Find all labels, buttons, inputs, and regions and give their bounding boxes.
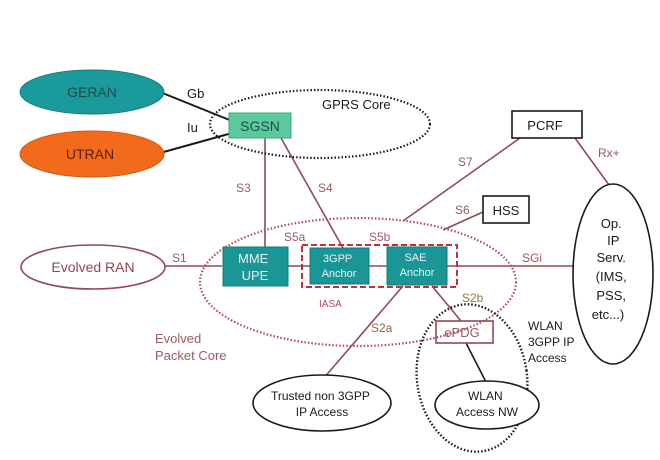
utran-label: UTRAN [66, 146, 114, 162]
geran-label: GERAN [67, 84, 117, 100]
utran-node[interactable]: UTRAN [19, 130, 165, 178]
evolved-packet-core-boundary [198, 216, 518, 348]
s2b-link [431, 285, 462, 322]
pcrf-label: PCRF [527, 118, 562, 133]
s4-link [280, 137, 344, 249]
epc-label-line-1: Evolved [155, 331, 201, 346]
gb-interface-label: Gb [187, 86, 204, 101]
s1-interface-label: S1 [172, 251, 187, 265]
wlan-access-nw-shape [434, 380, 540, 430]
hss-node[interactable]: HSS [482, 195, 530, 224]
iu-interface-label: Iu [187, 120, 198, 135]
trusted-non-3gpp-node[interactable]: Trusted non 3GPP IP Access [252, 374, 392, 432]
utran-shape [19, 130, 165, 178]
s7-link [402, 137, 521, 222]
wlan-access-line-1: WLAN [528, 319, 563, 333]
sgsn-box [228, 112, 292, 139]
evolved-ran-label: Evolved RAN [51, 259, 134, 275]
trusted-non-3gpp-shape [252, 374, 392, 432]
hss-label: HSS [493, 203, 520, 218]
gprs-core-boundary [208, 88, 432, 160]
wlan-3gpp-ip-access-boundary [415, 303, 529, 453]
iasa-boundary [301, 244, 458, 288]
mme-upe-node[interactable]: MME UPE [222, 246, 289, 287]
wlan-3gpp-ip-access-label: WLAN 3GPP IP Access [528, 319, 578, 365]
trusted-non-3gpp-label: Trusted non 3GPP IP Access [271, 389, 373, 419]
epc-label-line-2: Packet Core [155, 348, 227, 363]
s2b-interface-label: S2b [462, 291, 484, 305]
evolved-ran-shape [20, 244, 166, 290]
evolved-ran-node[interactable]: Evolved RAN [20, 244, 166, 290]
hss-box [482, 195, 530, 224]
s2a-link [322, 285, 404, 380]
3gpp-anchor-box [309, 247, 370, 285]
mme-label: MME [238, 251, 269, 266]
iasa-label: IASA [319, 299, 342, 310]
wlan-access-nw-label: WLAN Access NW [456, 389, 519, 419]
sae-anchor-label: SAE Anchor [400, 252, 435, 279]
op-ip-line-6: etc...) [592, 307, 625, 322]
pcrf-node[interactable]: PCRF [511, 110, 583, 139]
sae-anchor-line-2: Anchor [400, 267, 435, 279]
sae-anchor-box [386, 246, 448, 286]
op-ip-services-shape [572, 183, 654, 365]
gb-link [159, 91, 233, 122]
s6-interface-label: S6 [455, 203, 470, 217]
geran-shape [19, 69, 165, 115]
3gpp-anchor-line-2: Anchor [322, 268, 357, 280]
s7-interface-label: S7 [458, 155, 473, 169]
op-ip-services-label: Op. IP Serv. (IMS, PSS, etc...) [592, 216, 631, 322]
s6-link [442, 211, 484, 231]
mme-upe-box [222, 246, 289, 287]
op-ip-services-node[interactable]: Op. IP Serv. (IMS, PSS, etc...) [572, 183, 654, 365]
rx-plus-interface-label: Rx+ [598, 146, 620, 160]
op-ip-line-2: IP [607, 233, 619, 248]
3gpp-anchor-node[interactable]: 3GPP Anchor [309, 247, 370, 285]
sae-anchor-line-1: SAE [404, 252, 426, 264]
s4-interface-label: S4 [318, 181, 333, 195]
op-ip-line-1: Op. [601, 216, 622, 231]
3gpp-anchor-line-1: 3GPP [323, 253, 352, 265]
op-ip-line-5: PSS, [596, 288, 626, 303]
evolved-packet-core-label: Evolved Packet Core [155, 331, 227, 363]
connection-lines [159, 91, 610, 383]
epdg-node[interactable]: ePDG [435, 320, 494, 344]
wlan-nw-line-1: WLAN [468, 389, 503, 403]
epdg-label: ePDG [444, 325, 479, 340]
wlan-access-nw-node[interactable]: WLAN Access NW [434, 380, 540, 430]
iu-link [159, 132, 233, 154]
wlan-nw-line-2: Access NW [456, 405, 519, 419]
s3-interface-label: S3 [236, 181, 251, 195]
wlan-access-line-3: Access [528, 351, 567, 365]
epdg-box [435, 320, 494, 344]
sgsn-node[interactable]: SGSN [228, 112, 292, 139]
trusted-line-2: IP Access [296, 405, 348, 419]
geran-node[interactable]: GERAN [19, 69, 165, 115]
rx-plus-link [574, 137, 610, 186]
s5a-interface-label: S5a [284, 230, 306, 244]
pcrf-box [511, 110, 583, 139]
s5b-interface-label: S5b [369, 230, 391, 244]
trusted-line-1: Trusted non 3GPP [271, 389, 370, 403]
s2a-interface-label: S2a [371, 321, 393, 335]
upe-label: UPE [242, 268, 269, 283]
wlan-access-line-2: 3GPP IP [528, 335, 574, 349]
mme-upe-label: MME UPE [238, 251, 272, 283]
gprs-core-label: GPRS Core [322, 97, 391, 112]
op-ip-line-4: (IMS, [596, 269, 627, 284]
sgsn-label: SGSN [240, 118, 280, 134]
op-ip-line-3: Serv. [596, 250, 625, 265]
sae-anchor-node[interactable]: SAE Anchor [386, 246, 448, 286]
3gpp-anchor-label: 3GPP Anchor [322, 253, 357, 280]
epdg-wlan-link [465, 342, 487, 383]
sgi-interface-label: SGi [522, 251, 542, 265]
